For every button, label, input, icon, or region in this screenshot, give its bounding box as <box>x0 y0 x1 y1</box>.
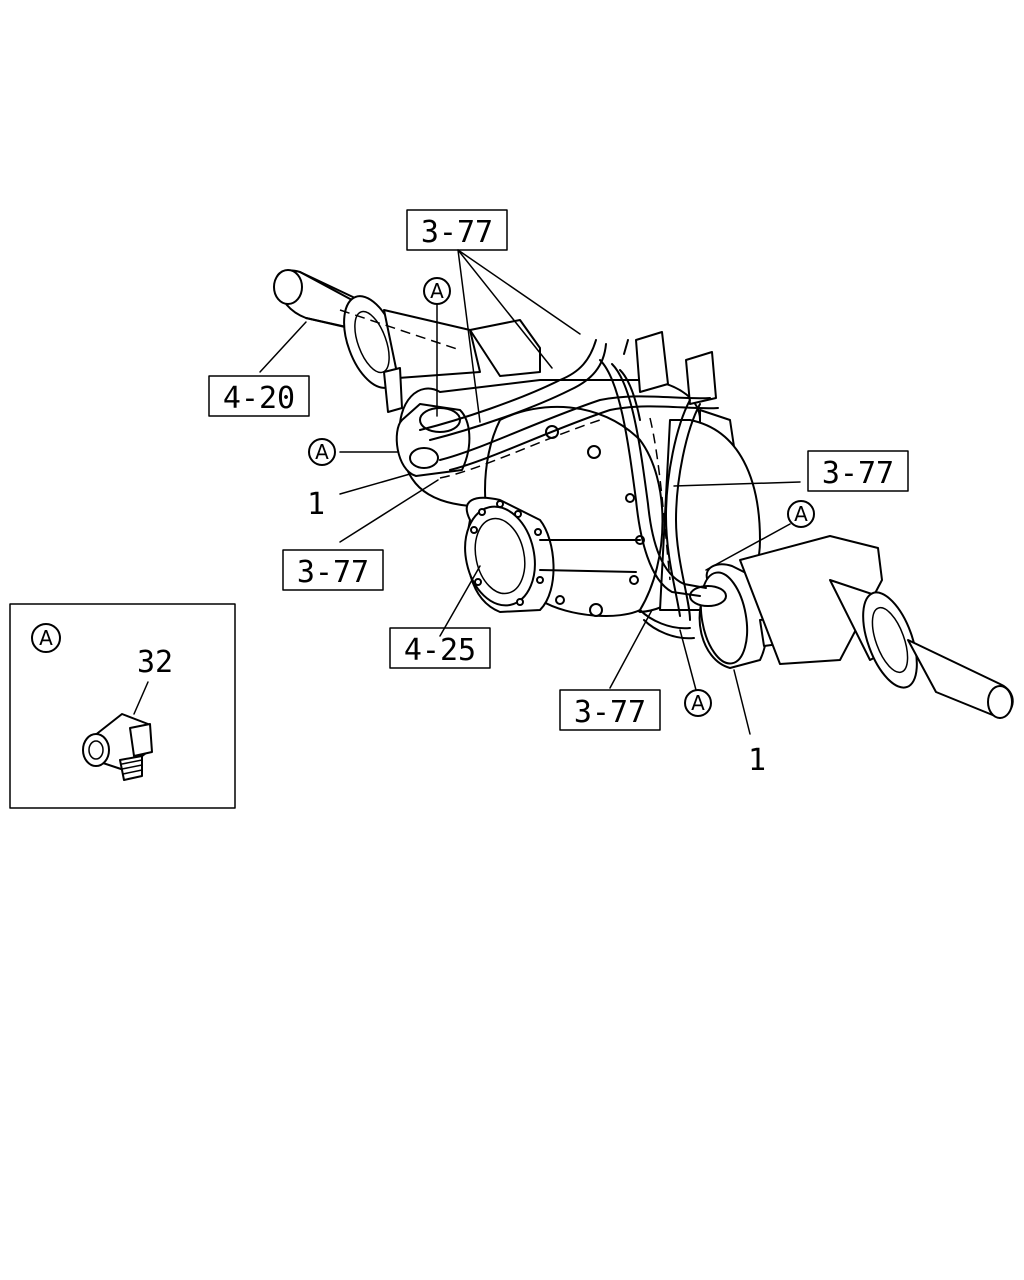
detail-box-a: A 32 <box>9 603 236 809</box>
callout-4-20: 4-20 <box>208 375 310 417</box>
elbow-fitting <box>82 713 153 781</box>
callout-3-77-right-label: 3-77 <box>822 456 894 491</box>
callout-4-25-label: 4-25 <box>404 633 476 668</box>
callout-3-77-bottom: 3-77 <box>559 689 661 731</box>
svg-text:A: A <box>430 279 444 303</box>
callout-3-77-left-label: 3-77 <box>297 555 369 590</box>
callout-4-25: 4-25 <box>389 627 491 669</box>
svg-text:A: A <box>691 691 705 715</box>
left-axle-shaft <box>273 269 481 389</box>
callout-3-77-right: 3-77 <box>807 450 909 492</box>
callout-4-20-label: 4-20 <box>223 381 295 416</box>
brake-pipes <box>419 339 719 640</box>
callout-3-77-left: 3-77 <box>282 549 384 591</box>
callout-3-77-top: 3-77 <box>406 209 508 251</box>
part-1-left-label: 1 <box>307 487 325 522</box>
callout-3-77-top-label: 3-77 <box>421 215 493 250</box>
part-1-right-label: 1 <box>748 743 766 778</box>
svg-text:A: A <box>315 440 329 464</box>
right-brake-chamber <box>689 535 1014 719</box>
pinion-flange <box>464 496 641 613</box>
detail-a-marker-2: A <box>308 438 336 466</box>
detail-a-marker-1: A <box>423 277 451 305</box>
detail-a-marker-3: A <box>787 500 815 528</box>
detail-a-marker-4: A <box>684 689 712 717</box>
svg-text:A: A <box>794 502 808 526</box>
detail-box-marker: A <box>39 626 53 650</box>
callout-3-77-bottom-label: 3-77 <box>574 695 646 730</box>
leader-lines <box>259 249 801 735</box>
part-32-label: 32 <box>137 645 173 680</box>
